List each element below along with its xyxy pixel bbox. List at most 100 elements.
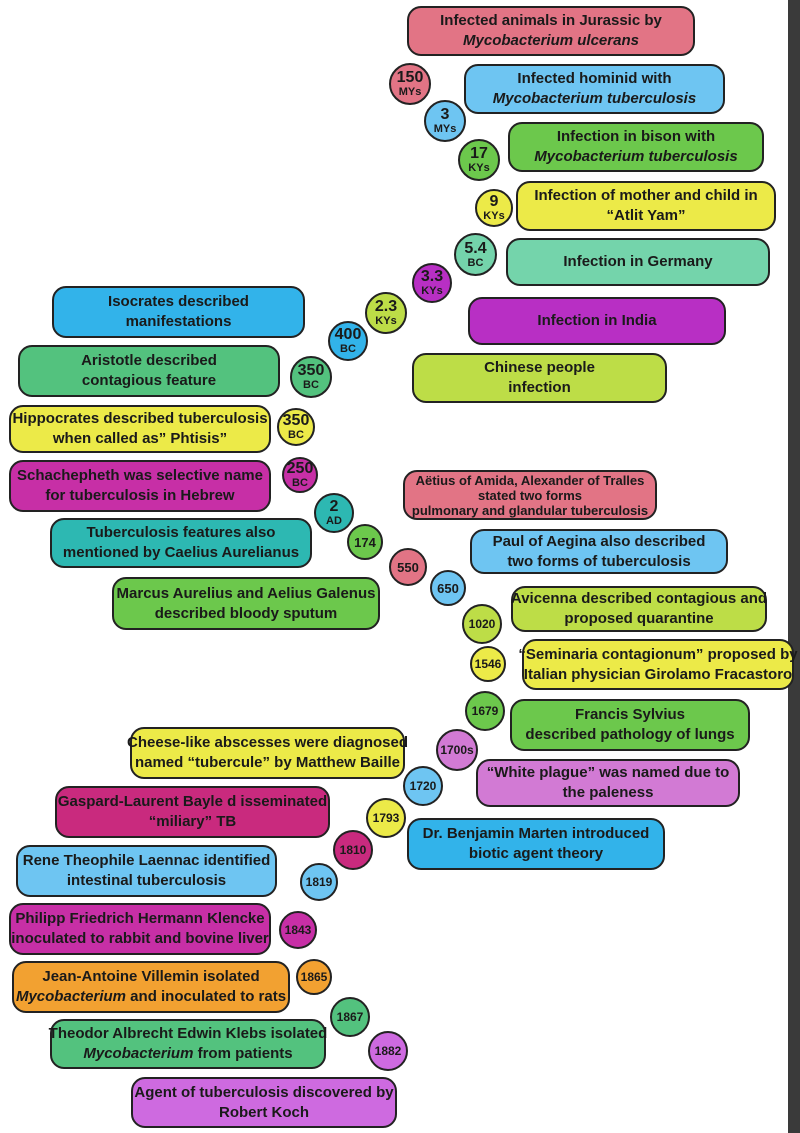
event-text-line: Infection in Germany <box>563 253 713 270</box>
date-circle: 1720 <box>403 766 443 806</box>
date-number: 400 <box>334 326 362 343</box>
event-box: Tuberculosis features also mentioned by C… <box>50 518 312 568</box>
event-text-line: Dr. Benjamin Marten introduced <box>422 825 650 842</box>
date-circle: 174 <box>347 524 383 560</box>
event-text-line: Francis Sylvius <box>574 706 686 723</box>
event-text-line: Agent of tuberculosis discovered by <box>134 1083 394 1101</box>
event-box: Cheese-like abscesses were diagnosed name… <box>127 727 408 779</box>
event-text-line: Theodor Albrecht Edwin Klebs isolated <box>48 1025 328 1042</box>
event-text-line: Jean-Antoine Villemin isolated <box>42 968 260 985</box>
date-unit: BC <box>303 379 319 391</box>
date-number: 1679 <box>471 704 499 718</box>
event-text-line: the paleness <box>562 784 654 801</box>
date-circle: 1700s <box>436 729 478 771</box>
event-text-line: Mycobacterium from patients <box>83 1045 293 1062</box>
event-text-line: Gaspard-Laurent Bayle d isseminated <box>57 793 328 810</box>
date-circle: 1679 <box>465 691 505 731</box>
event-text-line: “miliary” TB <box>148 813 237 830</box>
event-text-line: when called as” Phtisis” <box>52 430 228 447</box>
date-number: 150 <box>396 69 424 86</box>
event-box: Rene Theophile Laennac identified intesti… <box>16 845 277 897</box>
event-text-line: intestinal tuberculosis <box>66 872 227 889</box>
event-text-line: mentioned by Caelius Aurelianus <box>62 544 300 561</box>
date-number: 350 <box>282 412 310 429</box>
date-unit: BC <box>467 256 484 269</box>
event-text-line: Mycobacterium tuberculosis <box>534 148 738 165</box>
date-number: 1843 <box>284 923 312 937</box>
event-text-line: proposed quarantine <box>564 610 714 627</box>
date-number: 2.3 <box>374 298 398 315</box>
event-text-line: Infection in bison with <box>556 128 716 145</box>
date-unit: AD <box>326 515 342 527</box>
date-number: 1700s <box>440 743 474 757</box>
date-number: 1867 <box>336 1010 364 1024</box>
event-text-line: Mycobacterium and inoculated to rats <box>15 988 287 1005</box>
event-text-line: Aëtius of Amida, Alexander of Tralles <box>415 472 645 488</box>
date-number: 650 <box>437 580 459 596</box>
event-text-line: Infection in India <box>537 312 657 329</box>
event-box: Avicenna described contagious and propose… <box>511 586 767 632</box>
event-text-line: Tuberculosis features also <box>86 524 276 541</box>
event-text-line: Schachepheth was selective name <box>17 467 263 484</box>
date-number: 1865 <box>300 970 328 984</box>
date-circle: 1867 <box>330 997 370 1037</box>
event-text-line: Marcus Aurelius and Aelius Galenus <box>116 584 376 602</box>
event-text-line: Hippocrates described tuberculosis <box>12 410 268 427</box>
event-box: Infection in India <box>468 297 726 345</box>
event-text-line: stated two forms <box>477 487 582 503</box>
event-text-line: Cheese-like abscesses were diagnosed <box>127 734 408 751</box>
event-box: Gaspard-Laurent Bayle d isseminated “mili… <box>55 786 330 838</box>
event-text-line: Paul of Aegina also described <box>492 532 706 550</box>
event-box: Agent of tuberculosis discovered by Rober… <box>131 1077 397 1128</box>
date-number: 1546 <box>474 657 502 671</box>
date-number: 9 <box>489 193 499 210</box>
event-text-line: Infection of mother and child in <box>534 187 758 204</box>
date-number: 350 <box>297 362 325 379</box>
date-number: 174 <box>354 534 376 550</box>
event-text-line: two forms of tuberculosis <box>507 552 691 570</box>
date-number: 1819 <box>305 875 333 889</box>
event-box: Marcus Aurelius and Aelius Galenus descri… <box>112 577 380 630</box>
right-edge-bar <box>788 0 800 1133</box>
event-text-line: Robert Koch <box>219 1103 309 1121</box>
date-unit: BC <box>292 477 308 489</box>
date-number: 3 <box>440 106 450 123</box>
event-box: Paul of Aegina also described two forms o… <box>470 529 728 574</box>
date-circle: 1793 <box>366 798 406 838</box>
event-text-line: Aristotle described <box>81 352 217 369</box>
event-box: Hippocrates described tuberculosis when c… <box>9 405 271 453</box>
date-circle: 1810 <box>333 830 373 870</box>
date-circle: 1020 <box>462 604 502 644</box>
event-text-line: described bloody sputum <box>154 604 338 622</box>
event-text-line: pulmonary and glandular tuberculosis <box>411 502 649 518</box>
event-box: Infection of mother and child in “Atlit Y… <box>516 181 776 231</box>
event-text-line: infection <box>508 379 571 396</box>
date-number: 1793 <box>372 811 400 825</box>
event-text-line: named “tubercule” by Matthew Baille <box>134 754 401 771</box>
event-text-line: “White plague” was named due to <box>486 764 730 781</box>
event-text-line: Rene Theophile Laennac identified <box>22 852 271 869</box>
date-circle: 1843 <box>279 911 317 949</box>
date-number: 1720 <box>409 779 437 793</box>
event-text-line: Avicenna described contagious and <box>510 590 768 607</box>
date-number: 3.3 <box>420 268 444 285</box>
date-circle: 1819 <box>300 863 338 901</box>
date-number: 550 <box>397 559 419 575</box>
event-text-line: “Atlit Yam” <box>606 207 686 224</box>
